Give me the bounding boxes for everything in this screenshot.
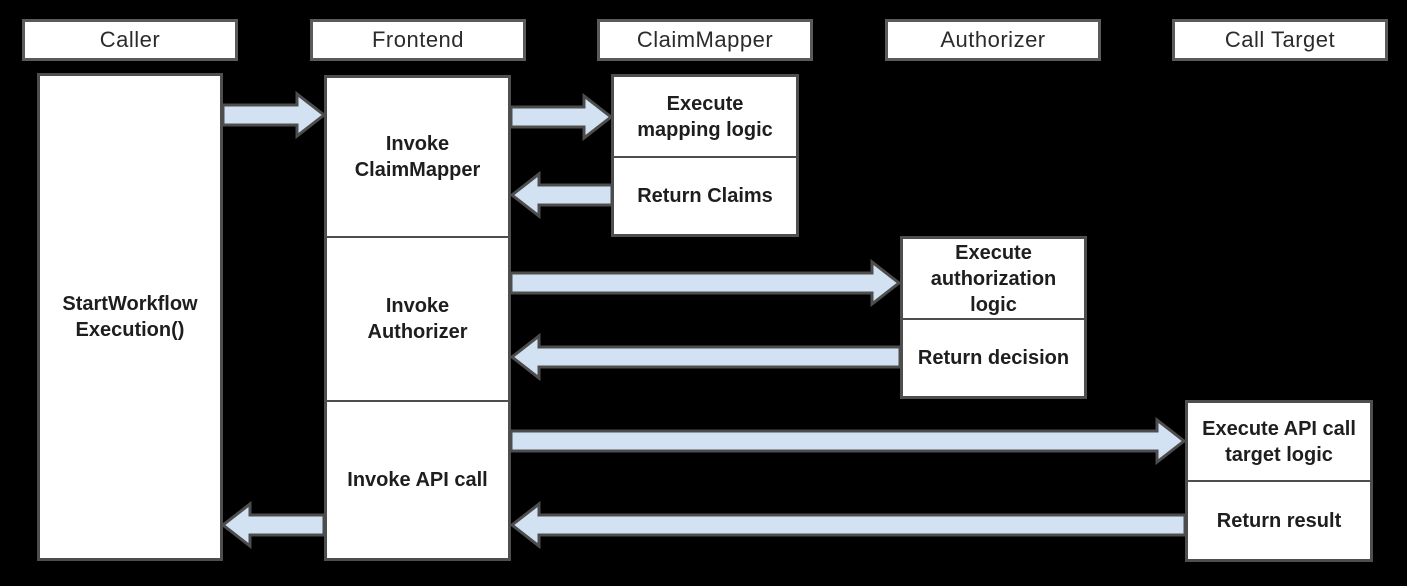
authorizer-activation: Execute authorization logic Return decis…	[900, 236, 1087, 399]
step-label: Return Claims	[637, 185, 773, 207]
step-return-claims: Return Claims	[614, 156, 796, 234]
step-label: Return decision	[917, 347, 1070, 369]
step-execute-authorization-logic: Execute authorization logic	[903, 239, 1084, 318]
step-label: Execute authorization logic	[930, 241, 1057, 316]
arrow-caller-to-frontend-icon	[221, 90, 327, 140]
lane-header-calltarget: Call Target	[1172, 19, 1388, 61]
step-return-decision: Return decision	[903, 318, 1084, 396]
lane-header-caller: Caller	[22, 19, 238, 61]
lane-header-label: Call Target	[1224, 27, 1336, 52]
step-label: Return result	[1216, 509, 1342, 532]
step-invoke-api-call: Invoke API call	[327, 400, 508, 558]
calltarget-activation: Execute API call target logic Return res…	[1185, 400, 1373, 562]
lane-header-label: Caller	[99, 27, 161, 52]
step-execute-api-call-target-logic: Execute API call target logic	[1188, 403, 1370, 480]
claimmapper-activation: Execute mapping logic Return Claims	[611, 74, 799, 237]
lane-header-label: Frontend	[371, 27, 465, 52]
step-return-result: Return result	[1188, 480, 1370, 559]
lane-header-label: Authorizer	[940, 27, 1046, 52]
lane-header-claimmapper: ClaimMapper	[597, 19, 813, 61]
arrow-frontend-to-authorizer-icon	[509, 258, 902, 308]
lane-header-frontend: Frontend	[310, 19, 526, 61]
lane-header-authorizer: Authorizer	[885, 19, 1101, 61]
step-label: Execute mapping logic	[637, 92, 773, 141]
arrow-frontend-to-caller-icon	[220, 500, 326, 550]
step-invoke-claimmapper: Invoke ClaimMapper	[327, 78, 508, 236]
arrow-calltarget-to-frontend-icon	[509, 500, 1187, 550]
step-label: Invoke Authorizer	[367, 295, 468, 343]
arrow-frontend-to-claimmapper-icon	[509, 92, 614, 142]
step-label: Execute API call target logic	[1202, 417, 1356, 466]
frontend-activation: Invoke ClaimMapper Invoke Authorizer Inv…	[324, 75, 511, 561]
step-label: Invoke API call	[347, 469, 488, 491]
step-label: Invoke ClaimMapper	[354, 133, 481, 181]
arrow-claimmapper-to-frontend-icon	[509, 170, 614, 220]
step-startworkflow-execution: StartWorkflow Execution()	[37, 73, 223, 561]
arrow-frontend-to-calltarget-icon	[509, 416, 1187, 466]
step-invoke-authorizer: Invoke Authorizer	[327, 236, 508, 400]
step-execute-mapping-logic: Execute mapping logic	[614, 77, 796, 156]
arrow-authorizer-to-frontend-icon	[509, 332, 902, 382]
lane-header-label: ClaimMapper	[636, 27, 774, 52]
step-label: StartWorkflow Execution()	[62, 293, 198, 341]
